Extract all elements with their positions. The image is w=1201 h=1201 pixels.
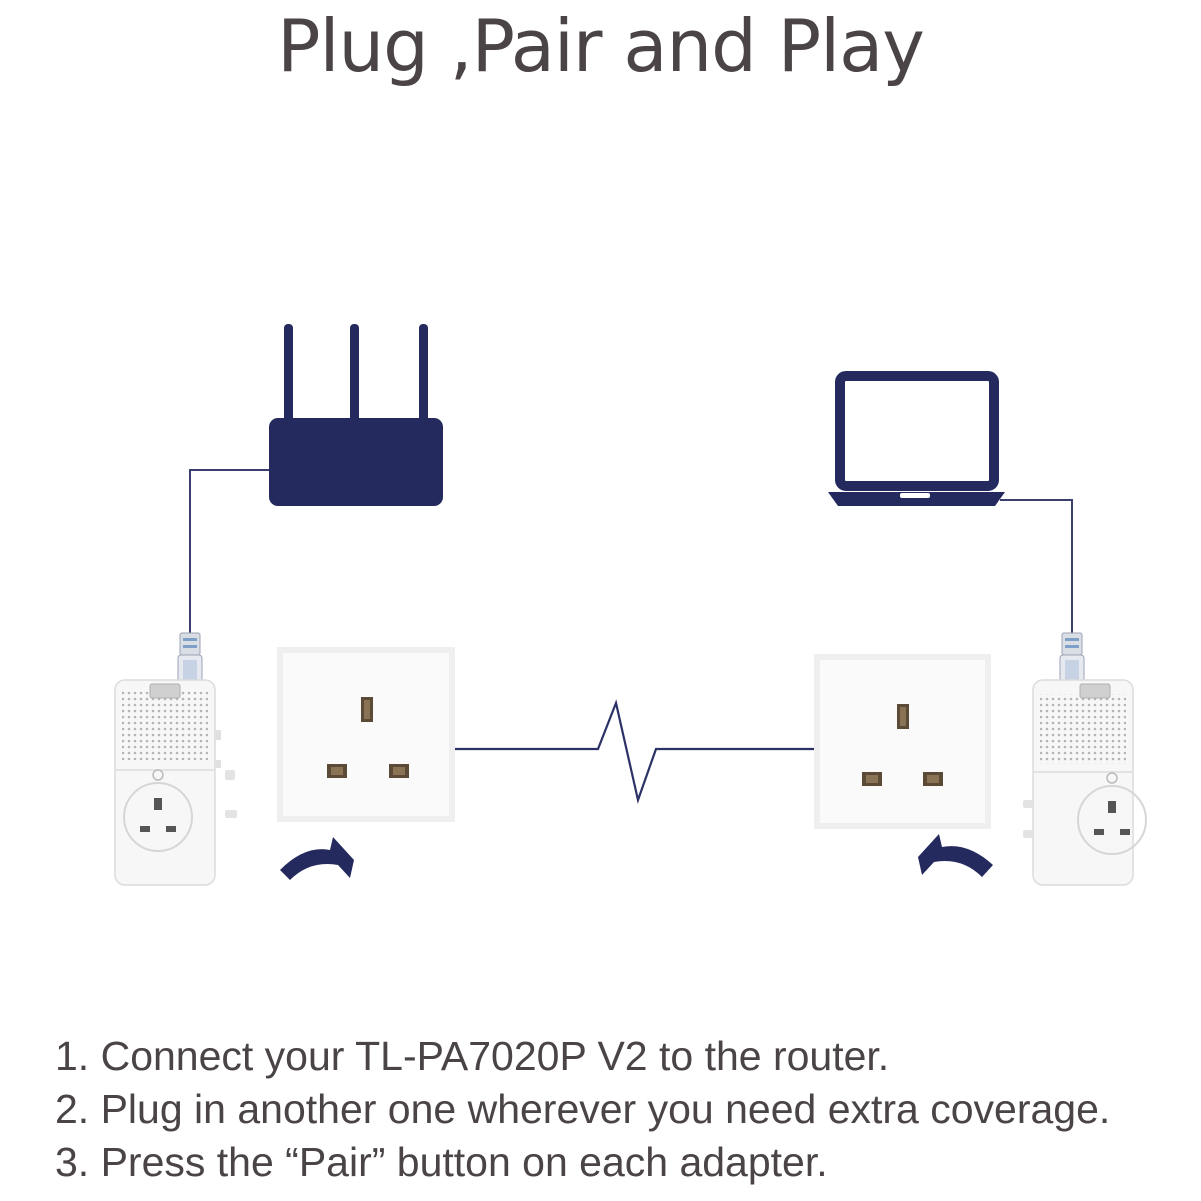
instruction-list: 1. Connect your TL-PA7020P V2 to the rou… xyxy=(55,1030,1110,1189)
ethernet-plug-icon xyxy=(1059,632,1085,686)
instruction-step: 3. Press the “Pair” button on each adapt… xyxy=(55,1139,828,1185)
ethernet-plug-icon xyxy=(177,632,203,686)
laptop-icon xyxy=(828,371,1005,506)
powerline-adapter-icon xyxy=(1023,679,1147,886)
powerline-signal-line xyxy=(453,699,815,804)
instruction-step: 1. Connect your TL-PA7020P V2 to the rou… xyxy=(55,1033,890,1079)
instruction-step: 2. Plug in another one wherever you need… xyxy=(55,1086,1111,1132)
cable-laptop-to-adapter xyxy=(1000,499,1073,635)
curved-arrow-icon xyxy=(918,834,993,877)
wall-socket-icon xyxy=(814,654,991,829)
wall-socket-icon xyxy=(277,647,455,822)
powerline-adapter-icon xyxy=(114,679,237,886)
cable-router-to-adapter xyxy=(189,469,269,635)
page-title: Plug ,Pair and Play xyxy=(277,4,925,88)
router-icon xyxy=(269,324,443,506)
curved-arrow-icon xyxy=(280,837,354,880)
